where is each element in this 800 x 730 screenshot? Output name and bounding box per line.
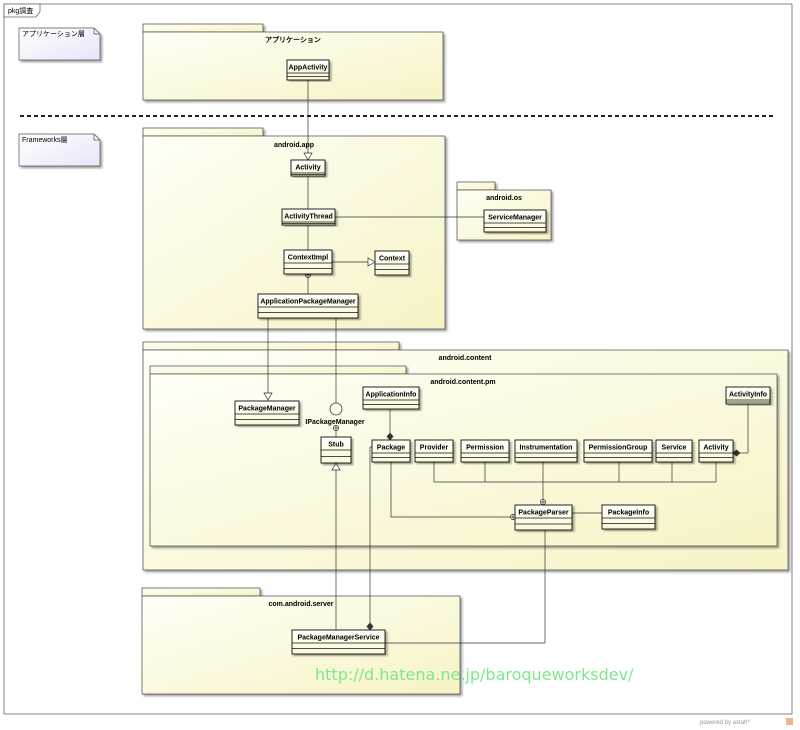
class-activity-label: Activity [295, 165, 320, 172]
class-package-info-label: PackageInfo [608, 510, 649, 517]
relationships [263, 80, 749, 644]
class-provider: Provider [414, 439, 454, 463]
class-app-activity: AppActivity [286, 59, 330, 81]
class-permission-group: PermissionGroup [583, 439, 653, 463]
interface-ipackagemanager: IPackageManager [305, 402, 365, 426]
package-android-content-label: android.content [439, 355, 493, 362]
class-permission-label: Permission [466, 445, 504, 452]
arrow-generalization-packagemanager [263, 392, 273, 401]
note-frameworks-layer: Frameworks層 [18, 133, 101, 167]
class-stub: Stub [320, 436, 352, 464]
powered-by: powered by astah* [700, 720, 750, 726]
package-android-app-label: android.app [274, 142, 314, 149]
class-instrumentation-label: Instrumentation [520, 445, 573, 452]
note-frameworks-layer-text: Frameworks層 [22, 136, 68, 144]
note-app-layer-text: アプリケーション層 [22, 30, 85, 38]
ipackagemanager-label: IPackageManager [305, 419, 364, 426]
diamond-activity [732, 449, 741, 457]
class-activity: Activity [290, 159, 326, 177]
class-permission-group-label: PermissionGroup [589, 445, 648, 452]
class-application-info-label: ApplicationInfo [366, 392, 417, 399]
class-package-label: Package [377, 445, 406, 452]
class-boxes: AppActivityActivityActivityThreadContext… [234, 59, 771, 655]
astah-icon [786, 718, 793, 725]
class-activity-info-label: ActivityInfo [729, 392, 767, 399]
class-service-manager: ServiceManager [483, 209, 547, 233]
class-provider-label: Provider [420, 445, 449, 452]
class-service-label: Service [662, 445, 687, 452]
class-pm-activity-label: Activity [703, 445, 728, 452]
arrow-generalization-stub [331, 462, 341, 471]
class-service-manager-label: ServiceManager [488, 215, 542, 222]
class-package-parser-label: PackageParser [518, 510, 568, 517]
class-stub-label: Stub [328, 442, 344, 449]
class-context-impl: ContextImpl [283, 249, 333, 275]
class-context: Context [374, 250, 410, 276]
package-com-android-server-label: com.android.server [269, 601, 334, 608]
class-activity-thread-label: ActivityThread [284, 214, 333, 221]
package-android-os-label: android.os [486, 195, 522, 202]
class-application-package-manager-label: ApplicationPackageManager [260, 299, 356, 306]
class-context-impl-label: ContextImpl [288, 255, 329, 262]
class-instrumentation: Instrumentation [514, 439, 578, 463]
arrow-generalization-activity [303, 152, 313, 161]
class-package-manager-service: PackageManagerService [291, 629, 386, 655]
class-context-label: Context [379, 256, 406, 263]
class-application-package-manager: ApplicationPackageManager [257, 293, 359, 319]
class-activity-info: ActivityInfo [725, 386, 771, 405]
package-android-content-pm-label: android.content.pm [430, 379, 495, 386]
watermark-url: http://d.hatena.ne.jp/baroqueworksdev/ [315, 665, 634, 684]
class-package-manager-label: PackageManager [238, 406, 295, 413]
class-package-info: PackageInfo [601, 504, 656, 530]
class-permission: Permission [460, 439, 510, 463]
class-app-activity-label: AppActivity [289, 65, 328, 72]
class-pm-activity: Activity [698, 439, 734, 463]
class-service: Service [655, 439, 693, 463]
class-package-manager-service-label: PackageManagerService [297, 635, 379, 642]
package-application-label: アプリケーション [265, 35, 321, 44]
arrow-generalization-context [367, 257, 376, 267]
class-package-manager: PackageManager [234, 400, 300, 426]
class-package: Package [371, 439, 411, 463]
note-app-layer: アプリケーション層 [18, 27, 101, 61]
class-package-parser: PackageParser [514, 504, 573, 531]
class-activity-thread: ActivityThread [281, 208, 336, 226]
frame-title: pkg調査 [8, 6, 33, 15]
class-application-info: ApplicationInfo [362, 386, 420, 410]
